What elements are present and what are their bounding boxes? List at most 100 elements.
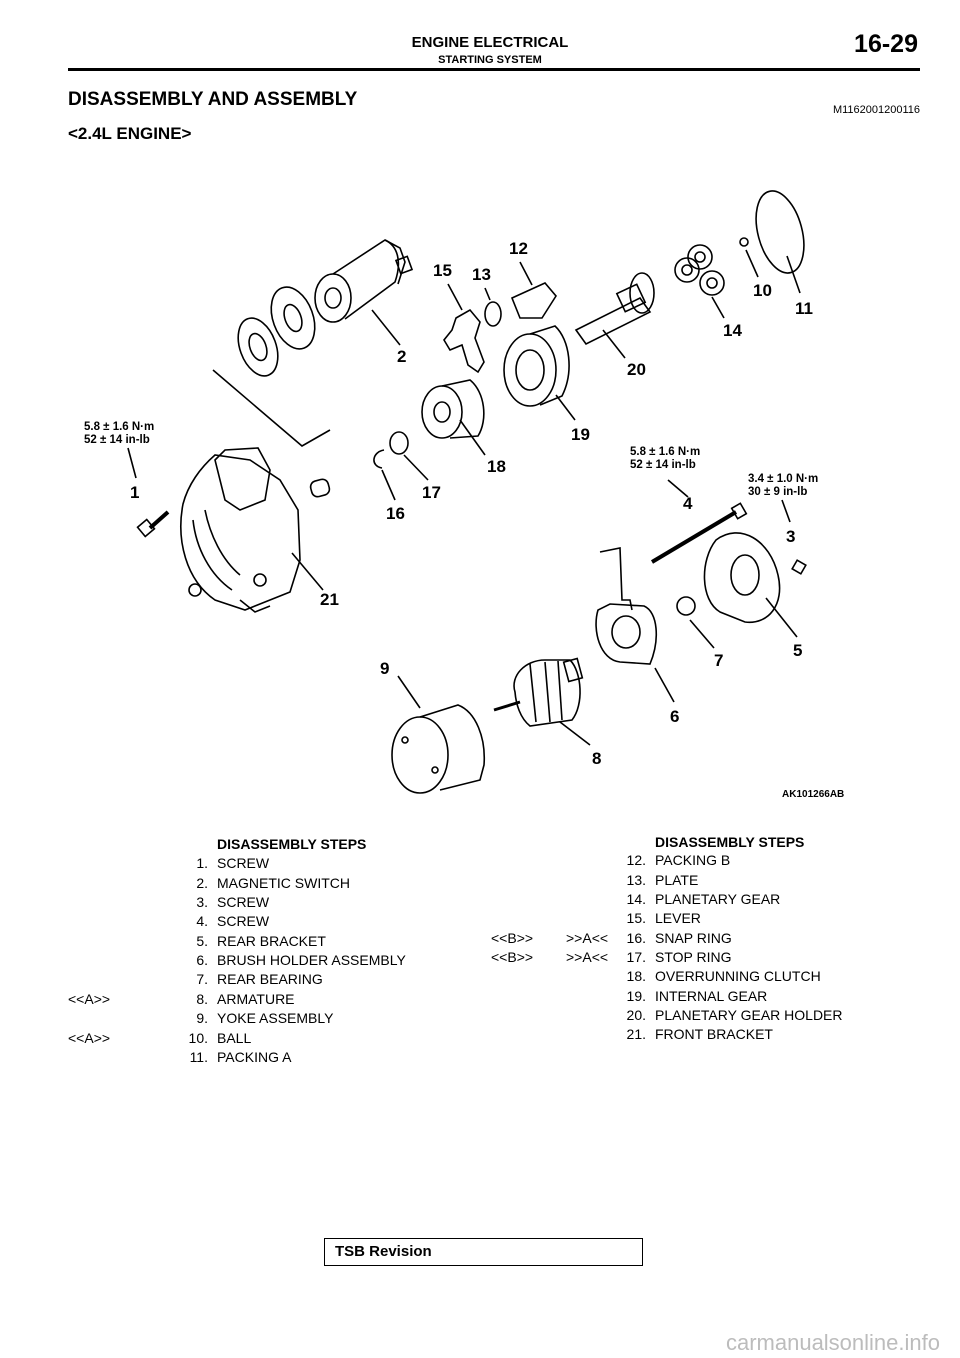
step-label: BALL — [217, 1030, 252, 1046]
callout-14: 14 — [723, 321, 742, 340]
planetary-gear-holder-part — [574, 272, 655, 346]
step-number: 11. — [189, 1049, 208, 1065]
step-number: 15. — [626, 910, 646, 926]
through-bolt-part — [650, 502, 748, 564]
torque-specs: 5.8 ± 1.6 N·m 52 ± 14 in-lb 5.8 ± 1.6 N·… — [84, 421, 818, 498]
step-number: 19. — [626, 988, 646, 1004]
packing-b-part — [510, 282, 557, 319]
torque-spec-3-nm: 3.4 ± 1.0 N·m — [748, 473, 818, 485]
callout-2: 2 — [397, 347, 406, 366]
page-number: 16-29 — [854, 30, 918, 58]
step-number: 17. — [626, 949, 646, 965]
step-label: REAR BRACKET — [217, 933, 326, 949]
step-label: SNAP RING — [655, 930, 732, 946]
callout-8: 8 — [592, 749, 601, 768]
step-label: PLANETARY GEAR — [655, 891, 781, 907]
callout-19: 19 — [571, 425, 590, 444]
callout-17: 17 — [422, 483, 441, 502]
starter-exploded-diagram: 1 2 3 4 5 6 7 8 9 10 11 12 13 14 15 16 1… — [84, 190, 844, 800]
step-label: SCREW — [217, 894, 270, 910]
header-rule — [68, 68, 920, 71]
packing-a-part — [755, 190, 805, 274]
callout-11: 11 — [795, 299, 813, 318]
step-ref: <<B>> — [491, 930, 534, 946]
callout-21: 21 — [320, 590, 339, 609]
callout-4: 4 — [683, 494, 693, 513]
step-ref: <<B>> — [491, 949, 534, 965]
step-number: 21. — [626, 1026, 646, 1042]
callout-12: 12 — [509, 239, 528, 258]
step-number: 13. — [626, 872, 646, 888]
bushing-part — [309, 478, 331, 498]
step-ref: >>A<< — [566, 930, 609, 946]
step-label: ARMATURE — [217, 991, 295, 1007]
lever-part — [443, 308, 485, 374]
callout-9: 9 — [380, 659, 389, 678]
engine-label: <2.4L ENGINE> — [68, 124, 192, 143]
step-label: STOP RING — [655, 949, 732, 965]
leader-lines — [127, 249, 801, 746]
yoke-assembly-part — [391, 704, 486, 794]
steps-right-heading: DISASSEMBLY STEPS — [655, 834, 805, 850]
step-label: PACKING A — [217, 1049, 292, 1065]
torque-spec-1-nm: 5.8 ± 1.6 N·m — [84, 421, 154, 433]
callout-10: 10 — [753, 281, 772, 300]
step-label: SCREW — [217, 913, 270, 929]
callout-20: 20 — [627, 360, 646, 379]
step-number: 4. — [196, 913, 208, 929]
step-label: FRONT BRACKET — [655, 1026, 773, 1042]
overrunning-clutch-part — [421, 379, 485, 439]
step-label: REAR BEARING — [217, 971, 323, 987]
step-label: INTERNAL GEAR — [655, 988, 768, 1004]
tsb-revision-box: TSB Revision — [324, 1238, 643, 1266]
callout-1: 1 — [130, 483, 139, 502]
callout-5: 5 — [793, 641, 802, 660]
step-number: 12. — [626, 852, 646, 868]
planetary-gears-part — [674, 244, 725, 296]
callout-15: 15 — [433, 261, 452, 280]
plate-part — [484, 301, 502, 327]
step-ref: <<A>> — [68, 1030, 111, 1046]
step-label: LEVER — [655, 910, 701, 926]
step-label: PLATE — [655, 872, 699, 888]
front-bracket-part — [180, 447, 301, 613]
step-number: 10. — [188, 1030, 208, 1046]
callout-18: 18 — [487, 457, 506, 476]
rear-bearing-part — [676, 596, 696, 616]
site-watermark: carmanualsonline.info — [725, 1330, 940, 1355]
rear-bracket-part — [703, 532, 781, 623]
step-label: MAGNETIC SWITCH — [217, 875, 350, 891]
torque-spec-3-inlb: 30 ± 9 in-lb — [748, 486, 807, 498]
callout-7: 7 — [714, 651, 723, 670]
step-label: PACKING B — [655, 852, 731, 868]
callout-16: 16 — [386, 504, 405, 523]
step-number: 1. — [196, 855, 208, 871]
torque-spec-1-inlb: 52 ± 14 in-lb — [84, 434, 150, 446]
section-subtitle: STARTING SYSTEM — [438, 54, 542, 66]
step-number: 18. — [626, 968, 646, 984]
step-number: 2. — [196, 875, 208, 891]
step-label: OVERRUNNING CLUTCH — [655, 968, 821, 984]
brush-holder-part — [595, 547, 658, 665]
torque-spec-2-inlb: 52 ± 14 in-lb — [630, 459, 696, 471]
step-number: 6. — [196, 952, 208, 968]
magnetic-switch-part — [314, 239, 414, 323]
snap-ring-part — [373, 449, 385, 469]
stop-ring-part — [389, 431, 409, 455]
step-number: 5. — [196, 933, 208, 949]
step-number: 3. — [196, 894, 208, 910]
step-number: 16. — [626, 930, 646, 946]
internal-gear-part — [503, 325, 570, 407]
step-number: 9. — [196, 1010, 208, 1026]
step-label: PLANETARY GEAR HOLDER — [655, 1007, 843, 1023]
step-ref: >>A<< — [566, 949, 609, 965]
step-number: 7. — [196, 971, 208, 987]
screw-1-part — [136, 510, 170, 538]
step-number: 14. — [626, 891, 646, 907]
chapter-title: ENGINE ELECTRICAL — [411, 34, 569, 51]
armature-part — [493, 657, 584, 727]
step-label: SCREW — [217, 855, 270, 871]
step-number: 20. — [626, 1007, 646, 1023]
figure-id: AK101266AB — [782, 789, 844, 800]
torque-spec-2-nm: 5.8 ± 1.6 N·m — [630, 446, 700, 458]
